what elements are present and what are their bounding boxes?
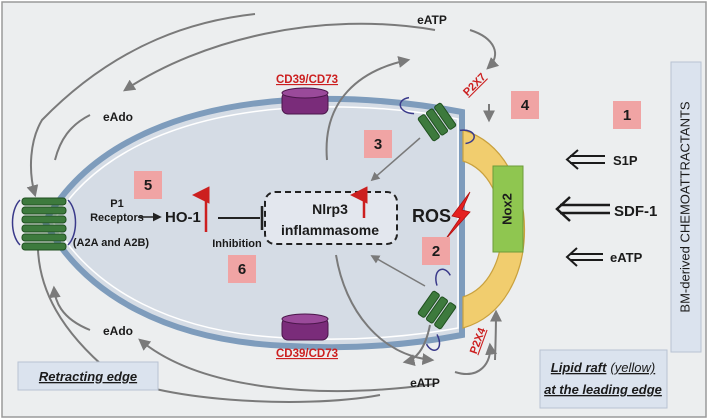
badge-6: 6 bbox=[228, 255, 256, 283]
badge-4: 4 bbox=[511, 91, 539, 119]
svg-text:4: 4 bbox=[521, 97, 530, 114]
arrow-cd-to-eatp bbox=[325, 56, 411, 161]
arrow-eado-top bbox=[54, 114, 91, 161]
svg-text:1: 1 bbox=[623, 107, 631, 124]
arrow-inflamm-bottom bbox=[335, 254, 435, 366]
nox2-label: Nox2 bbox=[499, 193, 514, 225]
eatp-attractant-label: eATP bbox=[610, 250, 643, 265]
cd39-cd73-bottom-label: CD39/CD73 bbox=[276, 348, 338, 360]
arrow-eatp-to-p2x4 bbox=[454, 342, 498, 375]
retracting-edge-label: Retracting edge bbox=[39, 369, 137, 384]
lipid-raft-normal: (yellow) bbox=[610, 360, 655, 375]
arrow-p2x4-to-nlrp3 bbox=[370, 255, 426, 287]
cd39-cd73-bottom-enzyme bbox=[281, 313, 329, 341]
badge-2: 2 bbox=[422, 237, 450, 265]
badge-1: 1 bbox=[613, 101, 641, 129]
receptors-line2: Receptors bbox=[90, 212, 144, 224]
nox2-box bbox=[492, 165, 524, 253]
bm-title-box bbox=[670, 61, 702, 353]
cd39-cd73-top-enzyme bbox=[281, 87, 329, 115]
bm-title: BM-derived CHEMOATTRACTANTS bbox=[677, 101, 692, 312]
s1p-label: S1P bbox=[613, 153, 638, 168]
svg-text:6: 6 bbox=[238, 261, 246, 278]
receptors-line1: P1 bbox=[110, 198, 123, 210]
arrow-left-top-loop bbox=[26, 13, 256, 198]
ros-label: ROS bbox=[412, 206, 451, 226]
lipid-raft-box bbox=[539, 349, 668, 409]
p1-receptor-stack bbox=[11, 197, 77, 251]
leading-edge-label: at the leading edge bbox=[544, 382, 662, 397]
svg-text:5: 5 bbox=[144, 177, 152, 194]
arrow-top-outer bbox=[123, 22, 436, 92]
arrow-raft-right bbox=[489, 309, 502, 361]
badge-3: 3 bbox=[364, 130, 392, 158]
cell-body bbox=[41, 95, 465, 351]
arrow-bottom-outer bbox=[138, 338, 436, 393]
sdf1-double-arrow-icon bbox=[555, 196, 610, 222]
lipid-raft-bold: Lipid raft bbox=[551, 360, 607, 375]
badge-5: 5 bbox=[134, 171, 162, 199]
retracting-edge-box bbox=[17, 361, 159, 391]
nlrp3-line2: inflammasome bbox=[281, 222, 379, 238]
eatp-double-arrow-icon bbox=[565, 247, 603, 267]
arrow-eatp-to-p2x7 bbox=[469, 29, 500, 70]
s1p-double-arrow-icon bbox=[565, 149, 605, 170]
arrow-p2x4-to-eatp bbox=[402, 324, 431, 366]
lipid-raft-caption: Lipid raft(yellow) bbox=[551, 360, 655, 375]
eado-top-label: eAdo bbox=[103, 110, 133, 124]
chemoattractant-arrows bbox=[555, 149, 610, 267]
eatp-bottom-label: eATP bbox=[410, 376, 440, 390]
arrow-p2x7-to-nlrp3 bbox=[370, 137, 421, 182]
eado-bottom-label: eAdo bbox=[103, 324, 133, 338]
svg-text:2: 2 bbox=[432, 243, 440, 260]
nlrp3-line1: Nlrp3 bbox=[312, 201, 348, 217]
inhibition-label: Inhibition bbox=[212, 238, 262, 250]
p2x4-receptor bbox=[417, 268, 457, 351]
ho1-label: HO-1 bbox=[165, 209, 201, 226]
p2x7-receptor bbox=[399, 96, 475, 145]
receptors-line3: (A2A and A2B) bbox=[73, 237, 150, 249]
eatp-top-label: eATP bbox=[417, 13, 447, 27]
arrow-eado-bottom bbox=[48, 285, 91, 331]
cd39-cd73-top-label: CD39/CD73 bbox=[276, 74, 338, 86]
svg-text:3: 3 bbox=[374, 136, 382, 153]
sdf1-label: SDF-1 bbox=[614, 203, 657, 220]
